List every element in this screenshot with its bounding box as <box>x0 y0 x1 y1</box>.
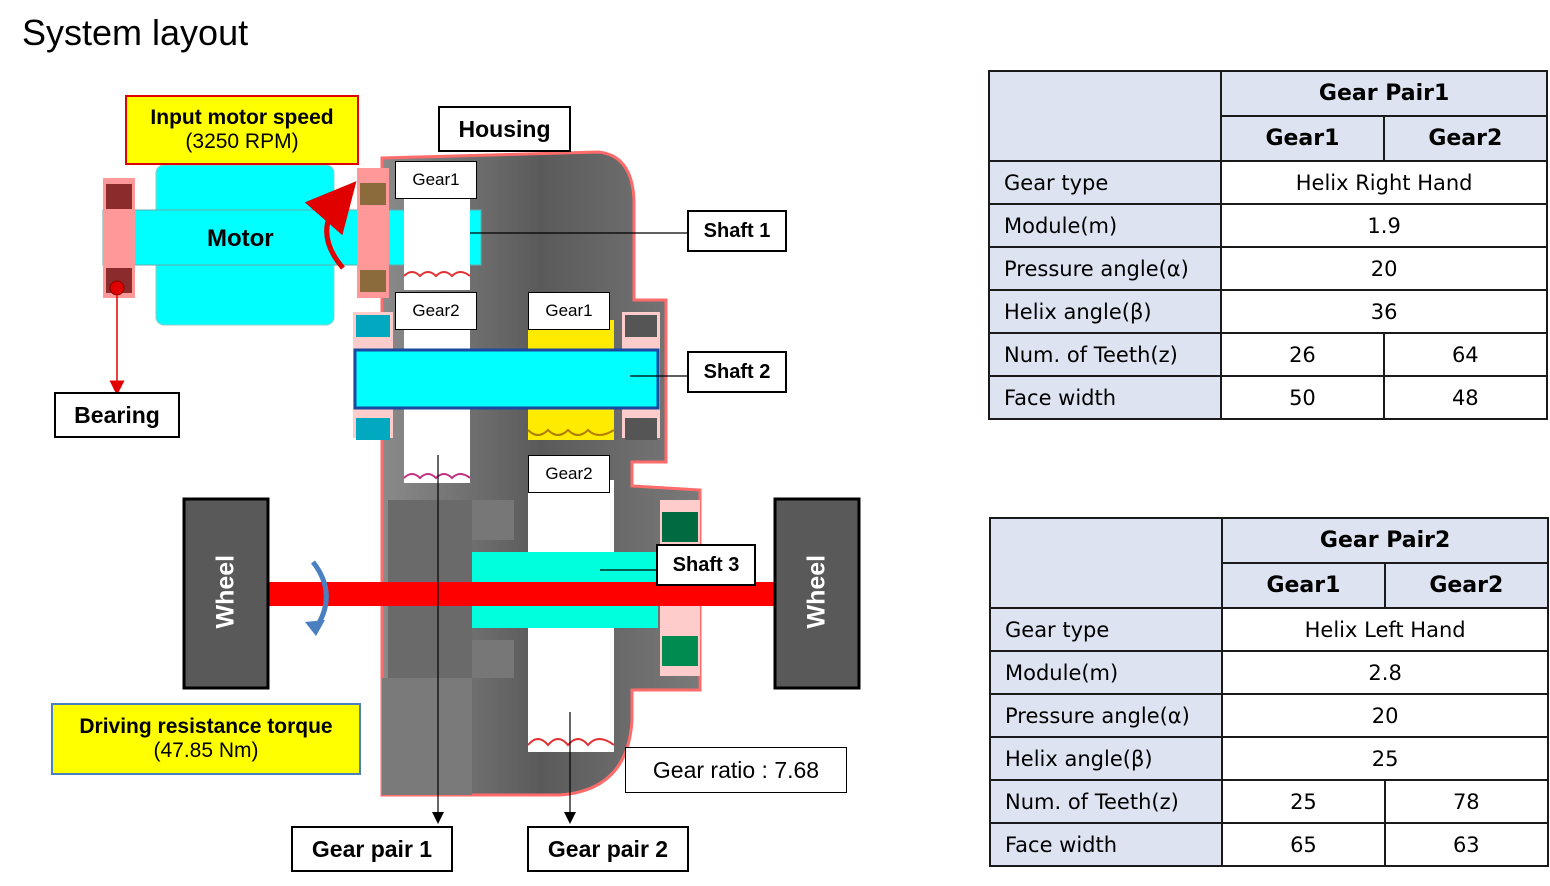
gear-pair1-label: Gear pair 1 <box>291 826 453 872</box>
row-label: Gear type <box>987 160 1223 205</box>
table-corner <box>988 517 1224 609</box>
gear-pair1-table: Gear Pair1 Gear1 Gear2 Gear type Helix R… <box>987 70 1549 420</box>
motor-rotation-arrow <box>304 181 357 270</box>
gear-ratio-label: Gear ratio : 7.68 <box>625 747 847 793</box>
row-label: Pressure angle(α) <box>987 246 1223 291</box>
row-label: Helix angle(β) <box>987 289 1223 334</box>
input-motor-speed-text: Input motor speed <box>150 105 334 129</box>
cell-value: 65 <box>1221 822 1386 867</box>
bearing-label: Bearing <box>54 392 180 438</box>
cell-value: Helix Left Hand <box>1221 607 1549 652</box>
table-row: Gear Pair2 <box>988 517 1549 609</box>
shaft1-label: Shaft 1 <box>687 210 787 252</box>
cell-value: 20 <box>1221 693 1549 738</box>
cell-value: 1.9 <box>1220 203 1548 248</box>
table-row: Face width 65 63 <box>988 822 1550 867</box>
col-gear2: Gear2 <box>1382 115 1549 162</box>
col-gear1: Gear1 <box>1221 562 1386 609</box>
table-row: Helix angle(β) 25 <box>988 736 1549 781</box>
table-row: Helix angle(β) 36 <box>987 289 1548 334</box>
col-gear2: Gear2 <box>1383 562 1550 609</box>
cell-value: 64 <box>1382 332 1549 377</box>
table-row: Module(m) 1.9 <box>987 203 1548 248</box>
cell-value: 2.8 <box>1221 650 1549 695</box>
table-row: Num. of Teeth(z) 25 78 <box>988 779 1550 824</box>
table-row: Gear Pair1 <box>987 70 1548 162</box>
cell-value: 25 <box>1221 779 1386 824</box>
row-label: Pressure angle(α) <box>988 693 1224 738</box>
table-row: Pressure angle(α) 20 <box>988 693 1549 738</box>
gear1-pair1-label: Gear1 <box>395 161 477 199</box>
cell-value: Helix Right Hand <box>1220 160 1548 205</box>
table-row: Num. of Teeth(z) 26 64 <box>987 332 1549 377</box>
shaft3-bearing-left <box>472 500 514 540</box>
cell-value: 48 <box>1382 375 1549 420</box>
table-row: Module(m) 2.8 <box>988 650 1549 695</box>
cell-value: 63 <box>1383 822 1550 867</box>
gear2-pair1-label: Gear2 <box>395 292 477 330</box>
shaft2 <box>353 348 660 410</box>
cell-value: 20 <box>1220 246 1548 291</box>
row-label: Face width <box>987 375 1223 420</box>
wheel-right <box>773 497 861 690</box>
row-label: Num. of Teeth(z) <box>987 332 1223 377</box>
wheel-right-label: Wheel <box>802 554 831 629</box>
shaft2-label: Shaft 2 <box>687 351 787 393</box>
row-label: Face width <box>988 822 1224 867</box>
housing-lower-shell <box>382 678 472 795</box>
table-corner <box>987 70 1223 162</box>
table-row: Face width 50 48 <box>987 375 1549 420</box>
row-label: Module(m) <box>987 203 1223 248</box>
input-motor-speed-label: Input motor speed (3250 RPM) <box>125 95 359 165</box>
pair-title: Gear Pair1 <box>1220 70 1548 117</box>
driving-resistance-text: Driving resistance torque <box>79 714 333 738</box>
cell-value: 78 <box>1383 779 1550 824</box>
row-label: Gear type <box>988 607 1224 652</box>
table-row: Gear1 Gear2 <box>990 562 1550 609</box>
col-gear1: Gear1 <box>1220 115 1385 162</box>
table-row: Gear type Helix Right Hand <box>987 160 1548 205</box>
input-motor-speed-value: (3250 RPM) <box>185 130 299 153</box>
driving-resistance-value: (47.85 Nm) <box>153 739 259 762</box>
driving-resistance-label: Driving resistance torque (47.85 Nm) <box>51 703 361 775</box>
gear2-pair2-label: Gear2 <box>528 455 610 493</box>
table-row: Gear type Helix Left Hand <box>988 607 1549 652</box>
output-shaft <box>268 582 776 606</box>
motor-label: Motor <box>207 225 274 252</box>
page-title: System layout <box>22 12 249 53</box>
table-row: Gear1 Gear2 <box>989 115 1549 162</box>
gear-pair2-table: Gear Pair2 Gear1 Gear2 Gear type Helix L… <box>988 517 1550 867</box>
row-label: Module(m) <box>988 650 1224 695</box>
cell-value: 25 <box>1221 736 1549 781</box>
bearing-dot <box>109 280 125 296</box>
wheel-left <box>182 497 270 690</box>
gear1-pair2-label: Gear1 <box>528 292 610 330</box>
cell-value: 36 <box>1220 289 1548 334</box>
gear-pair2-label: Gear pair 2 <box>527 826 689 872</box>
wheel-left-label: Wheel <box>211 554 240 629</box>
housing-label: Housing <box>438 106 571 152</box>
table-row: Pressure angle(α) 20 <box>987 246 1548 291</box>
cell-value: 26 <box>1220 332 1385 377</box>
cell-value: 50 <box>1220 375 1385 420</box>
pair-title: Gear Pair2 <box>1221 517 1549 564</box>
row-label: Helix angle(β) <box>988 736 1224 781</box>
row-label: Num. of Teeth(z) <box>988 779 1224 824</box>
shaft3-label: Shaft 3 <box>656 544 756 586</box>
